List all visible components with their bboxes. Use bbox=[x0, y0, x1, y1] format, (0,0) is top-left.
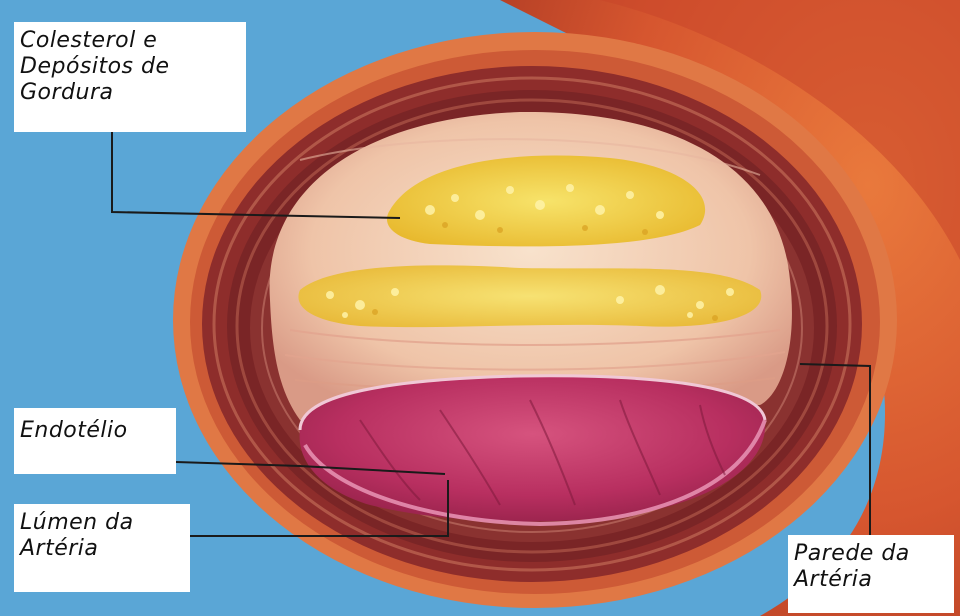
label-wall-line1: Parede da bbox=[794, 541, 948, 567]
label-cholesterol-deposits: Colesterol e Depósitos de Gordura bbox=[14, 22, 246, 132]
label-artery-lumen: Lúmen da Artéria bbox=[14, 504, 190, 592]
label-cholesterol-line2: Depósitos de bbox=[20, 54, 240, 80]
label-wall-line2: Artéria bbox=[794, 567, 948, 593]
label-artery-wall: Parede da Artéria bbox=[788, 535, 954, 613]
label-lumen-line1: Lúmen da bbox=[20, 510, 184, 536]
label-endothelium: Endotélio bbox=[14, 408, 176, 474]
label-cholesterol-line1: Colesterol e bbox=[20, 28, 240, 54]
label-endothelium-line1: Endotélio bbox=[20, 418, 170, 444]
fat-deposit-lower bbox=[298, 265, 761, 327]
label-cholesterol-line3: Gordura bbox=[20, 80, 240, 106]
label-lumen-line2: Artéria bbox=[20, 536, 184, 562]
